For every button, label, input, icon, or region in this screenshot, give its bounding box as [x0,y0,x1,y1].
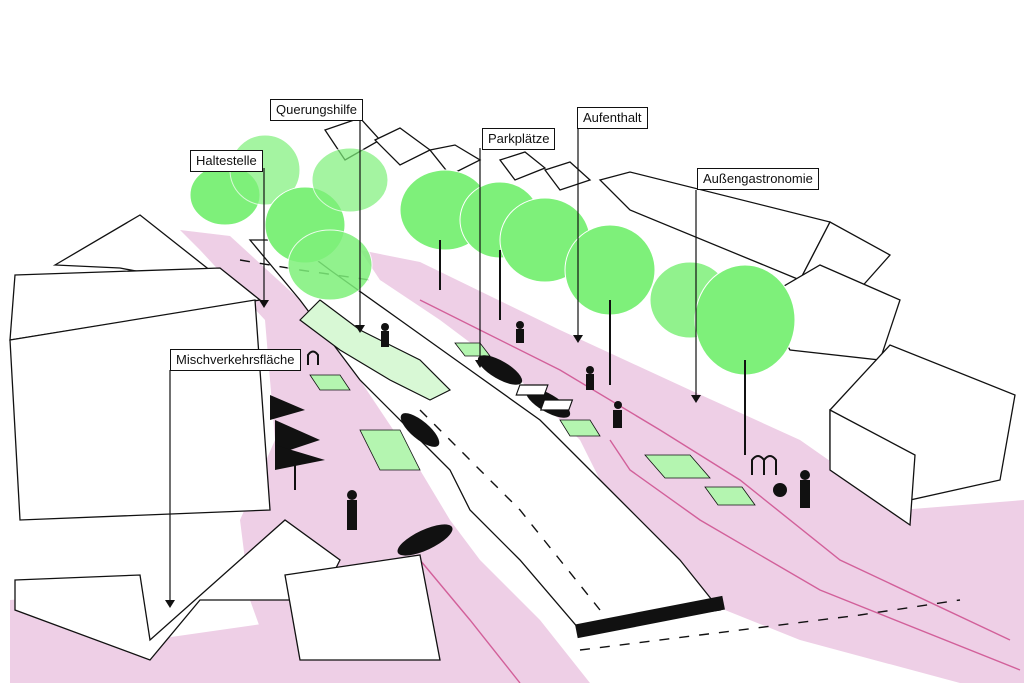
stop-line [575,595,725,639]
planting-beds [309,342,756,506]
label-querungshilfe: Querungshilfe [270,99,363,121]
cycle-lane-lines [419,299,1021,683]
label-aussengastronomie: Außengastronomie [697,168,819,190]
tree-cluster-left [189,134,389,301]
umbrellas [270,395,325,490]
people [347,321,810,530]
label-haltestelle: Haltestelle [190,150,263,172]
trees [189,134,796,455]
outdoor-seating [515,384,574,411]
bike-racks [307,350,777,475]
leader-arrowheads [165,300,701,608]
tree-trunks [439,240,746,455]
label-aufenthalt: Aufenthalt [577,107,648,129]
label-mischverkehrsflaeche: Mischverkehrsfläche [170,349,301,371]
label-parkplaetze: Parkplätze [482,128,556,150]
median-island [299,299,452,401]
tree-cluster-center [399,169,796,376]
